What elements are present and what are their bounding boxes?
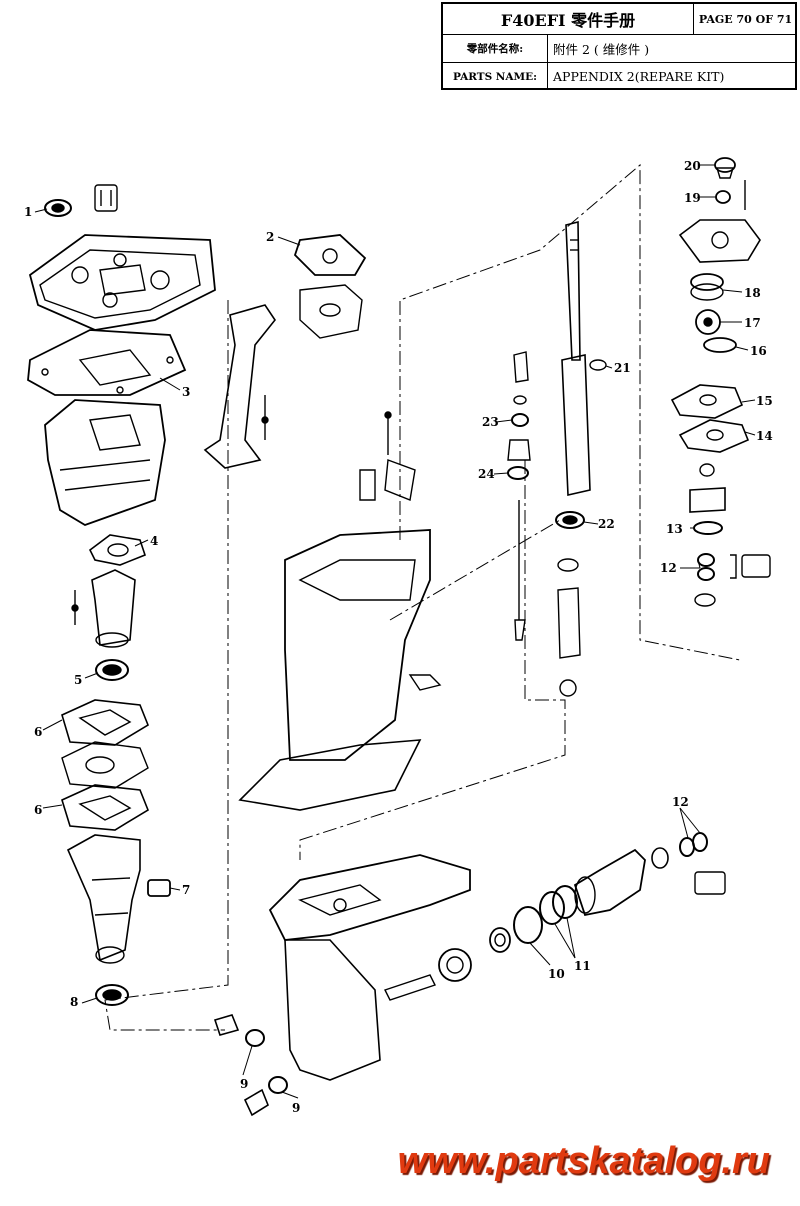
part-gasket-2 [293, 234, 367, 276]
part-bearing-housing [689, 463, 726, 513]
part-pump-housing [678, 180, 761, 263]
title-row-name-cn: 零部件名称: 附件 2 ( 维修件 ) [443, 34, 795, 62]
callout-10: 10 [548, 967, 565, 981]
part-rubber-7 [147, 879, 171, 897]
model-title: F40EFI 零件手册 [500, 11, 636, 30]
title-row-model: F40EFI 零件手册 PAGE 70 OF 71 [443, 4, 795, 34]
callout-4: 4 [150, 534, 158, 548]
part-gasket-4 [88, 534, 146, 566]
part-oil-pan [44, 399, 166, 526]
part-o-ring-10 [513, 906, 543, 944]
callout-11: 11 [574, 959, 591, 973]
part-oil-seals-12-upper [697, 553, 771, 581]
callout-2: 2 [266, 230, 274, 244]
callout-7: 7 [182, 883, 190, 897]
part-insert-cartridge-18 [690, 273, 724, 301]
part-o-ring-13 [693, 521, 723, 535]
callout-12-upper: 12 [660, 561, 677, 575]
leader-lines [34, 164, 756, 1099]
part-bushing [651, 847, 669, 869]
part-prop-shaft-housing [573, 848, 646, 917]
part-lower-unit-housing [268, 854, 471, 1081]
callout-19: 19 [684, 191, 701, 205]
part-oil-seal-1 [44, 184, 118, 217]
callout-14: 14 [756, 429, 773, 443]
part-o-ring-16 [703, 337, 737, 353]
part-gasket-14 [678, 419, 750, 453]
callout-3: 3 [182, 385, 190, 399]
callout-20: 20 [684, 159, 701, 173]
page-number: PAGE 70 OF 71 [693, 4, 797, 34]
part-drain-screw-upper [213, 1014, 265, 1047]
part-plate [61, 741, 149, 789]
watermark-url: www.partskatalog.ru [397, 1140, 770, 1182]
part-propeller-shaft [384, 974, 436, 1001]
part-gasket-6-lower [61, 784, 149, 831]
part-upper-casing [28, 234, 216, 331]
part-exhaust-guide [71, 569, 136, 648]
part-drive-shaft [561, 220, 591, 496]
parts-name-label-en: PARTS NAME: [443, 63, 548, 90]
callout-18: 18 [744, 286, 761, 300]
callout-21: 21 [614, 361, 631, 375]
part-oil-seal-5 [95, 659, 129, 681]
title-block: F40EFI 零件手册 PAGE 70 OF 71 零部件名称: 附件 2 ( … [441, 2, 797, 90]
part-drive-shaft-housing [238, 411, 442, 811]
part-exhaust-tube [203, 304, 276, 469]
part-shift-rod [507, 351, 531, 641]
parts-name-value-en: APPENDIX 2(REPARE KIT) [553, 69, 725, 84]
assembly-lines [104, 163, 741, 1031]
part-impeller-17 [695, 309, 721, 335]
parts-name-value-cn: 附件 2 ( 维修件 ) [553, 42, 650, 57]
callout-6-lower: 6 [34, 803, 42, 817]
part-oil-seal-8 [95, 984, 129, 1006]
part-exhaust-manifold [299, 284, 363, 339]
part-muffler [66, 834, 141, 964]
part-drain-screw-lower [243, 1076, 288, 1117]
title-row-name-en: PARTS NAME: APPENDIX 2(REPARE KIT) [443, 62, 795, 90]
callout-17: 17 [744, 316, 761, 330]
part-bearing [489, 927, 511, 953]
part-washer-21 [589, 359, 607, 371]
callout-23: 23 [482, 415, 499, 429]
callout-16: 16 [750, 344, 767, 358]
part-oil-seal-22 [555, 511, 585, 529]
part-gasket-3 [27, 329, 187, 396]
callout-1: 1 [24, 205, 32, 219]
part-grommet-20 [714, 157, 736, 179]
part-o-rings-11 [539, 885, 578, 925]
part-seal-housing-lower [694, 593, 716, 607]
callout-8: 8 [70, 995, 78, 1009]
part-sleeve [557, 558, 581, 697]
callout-9-lower: 9 [292, 1101, 300, 1115]
callout-15: 15 [756, 394, 773, 408]
callout-5: 5 [74, 673, 82, 687]
parts-name-label-cn: 零部件名称: [443, 35, 548, 62]
part-grommet-19 [715, 190, 731, 204]
callouts: 1 2 3 4 5 6 6 7 8 9 9 10 11 12 12 13 14 … [24, 159, 773, 1115]
part-gasket-15 [670, 384, 744, 419]
callout-6-upper: 6 [34, 725, 42, 739]
part-oil-seals-12-lower [679, 832, 726, 895]
callout-22: 22 [598, 517, 615, 531]
part-pinion-gear [438, 948, 472, 982]
part-gasket-6-upper [61, 699, 149, 746]
callout-12-lower: 12 [672, 795, 689, 809]
callout-13: 13 [666, 522, 683, 536]
callout-9-upper: 9 [240, 1077, 248, 1091]
callout-24: 24 [478, 467, 495, 481]
